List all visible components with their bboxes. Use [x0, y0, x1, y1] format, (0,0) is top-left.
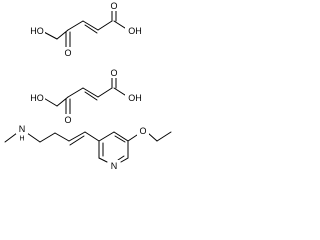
bond — [97, 20, 113, 31]
atom-label: OH — [128, 26, 142, 36]
bond — [82, 20, 99, 31]
atom-label: O — [110, 1, 117, 11]
bond — [147, 132, 158, 142]
atom-label: O — [110, 68, 117, 78]
bond — [4, 132, 18, 143]
atom-label: O — [139, 126, 146, 136]
atom-label: O — [64, 115, 71, 125]
bond — [67, 87, 84, 98]
fumaric-acid-top: HO O O OH — [29, 1, 143, 58]
atom-label: HO — [30, 93, 44, 103]
bond — [156, 131, 172, 142]
bond — [84, 91, 98, 101]
bond — [26, 132, 41, 143]
bond — [56, 29, 69, 40]
bond — [56, 96, 69, 107]
bond — [54, 132, 70, 142]
molecule-drawing: HO O O OH HO O O — [4, 1, 172, 172]
atom-label: N — [111, 161, 118, 171]
atom-label: O — [64, 48, 71, 58]
bond — [120, 157, 129, 163]
bond — [68, 131, 86, 142]
bond — [84, 24, 98, 34]
bond — [69, 135, 85, 146]
atom-label: OH — [128, 93, 142, 103]
atom-label: HO — [30, 26, 44, 36]
fumaric-acid-bottom: HO O O OH — [29, 68, 143, 125]
bond — [82, 87, 99, 98]
bond — [98, 131, 115, 142]
bond — [113, 131, 129, 142]
bond — [84, 131, 100, 142]
atom-label: H — [19, 136, 24, 143]
structure-canvas: HO O O OH HO O O — [0, 0, 189, 189]
bond — [39, 132, 56, 143]
bond — [98, 157, 108, 163]
bond — [114, 135, 126, 143]
bond — [117, 155, 125, 161]
bond — [67, 20, 84, 31]
atom-label: N — [19, 124, 26, 134]
pyridinyl-butenyl-methylamine: N H O N — [4, 123, 172, 172]
bond — [97, 87, 113, 98]
